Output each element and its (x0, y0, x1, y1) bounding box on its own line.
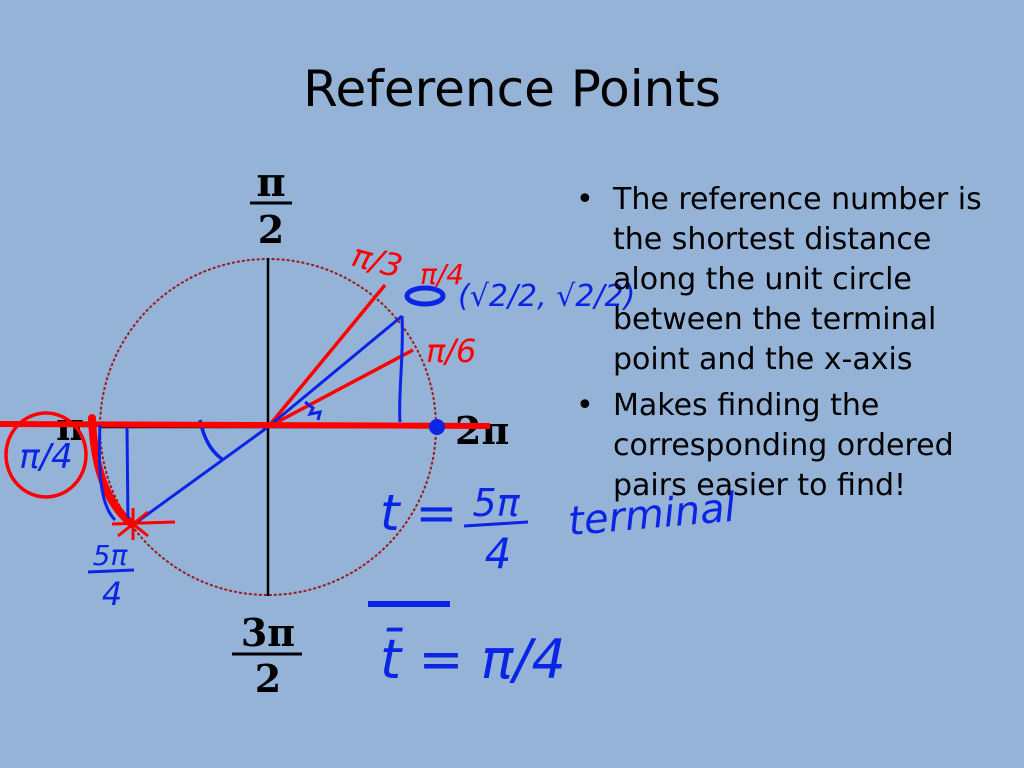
ray-pi-over-4 (267, 314, 403, 429)
label-3pi-over-2-den: 2 (255, 656, 281, 701)
label-t-num: 5π (472, 481, 520, 525)
label-tbar-equation: t̄ = π/4 (380, 628, 566, 691)
fraction-bar-5pi (87, 568, 135, 574)
bullet-item: The reference number is the shortest dis… (574, 180, 994, 380)
circle-mark-left (4, 411, 88, 499)
blue-arc-5pi-over-4 (97, 424, 117, 522)
label-pi-over-2-den: 2 (258, 207, 284, 252)
red-x-axis-highlight (0, 421, 491, 429)
drop-line-5pi-over-4 (125, 427, 130, 522)
scribble-mark (404, 285, 446, 307)
label-3pi-over-2-num: 3π (241, 610, 295, 655)
label-5pi-den: 4 (102, 575, 122, 613)
bullet-item: Makes finding the corresponding ordered … (574, 386, 994, 506)
label-2pi: 2π (455, 408, 509, 453)
label-circled-pi-over-4: π/4 (19, 437, 73, 477)
label-hand-pi-over-3: π/3 (348, 236, 407, 286)
angle-mark (304, 400, 323, 421)
label-5pi-num: 5π (93, 539, 129, 572)
diameter-5pi-over-4 (129, 425, 269, 529)
ray-pi-over-6 (267, 348, 414, 429)
label-hand-pi-over-4: π/4 (420, 258, 464, 291)
label-t-equals: t = (380, 484, 457, 542)
label-t-den: 4 (485, 529, 512, 578)
bullet-list: The reference number is the shortest dis… (574, 180, 994, 512)
label-pi-over-2-num: π (256, 159, 285, 206)
fraction-bar-t (463, 520, 529, 528)
slide-title: Reference Points (303, 60, 721, 118)
ray-pi-over-3 (266, 283, 387, 429)
point-2pi (429, 419, 445, 435)
drop-line-pi-over-4 (398, 315, 404, 423)
label-hand-pi-over-6: π/6 (426, 332, 476, 370)
terminal-point-star (111, 508, 176, 540)
